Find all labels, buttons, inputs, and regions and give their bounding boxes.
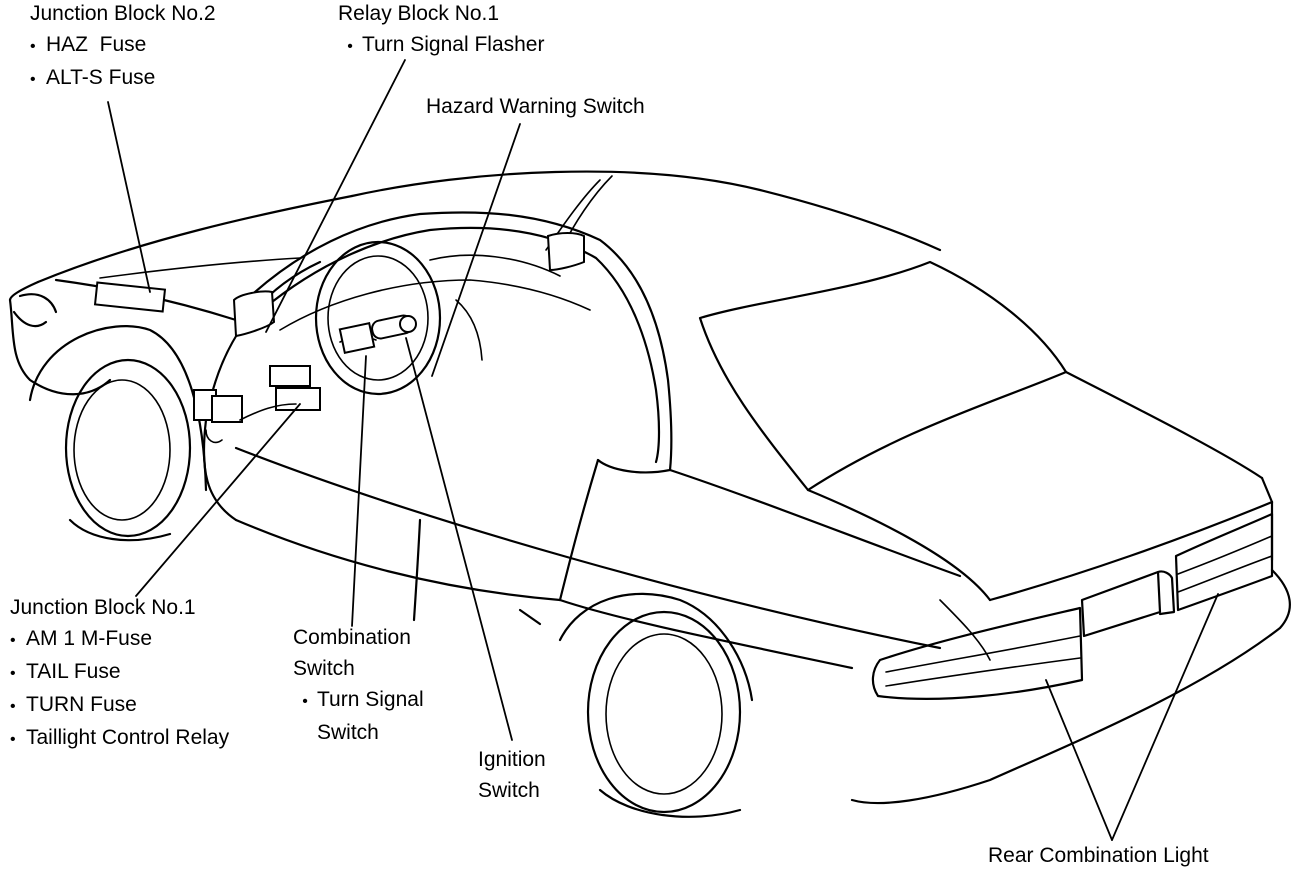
bullet-icon [10,656,26,689]
relay-block-1-title: Relay Block No.1 [338,2,500,25]
relay-block-1-item: Turn Signal Flasher [338,29,544,62]
label-combination-switch: Combination Switch Turn Signal Switch [293,622,424,748]
bullet-icon [30,29,46,62]
junction-block-2-item: HAZ Fuse [30,29,216,62]
bullet-icon [338,29,362,62]
car-body [8,170,1291,818]
rear-combination-light-title: Rear Combination Light [988,844,1209,867]
leader-lines [107,59,1219,841]
leader-junction-block-2 [107,101,151,293]
leader-rear-light-right [1111,593,1219,841]
junction-block-2-item: ALT-S Fuse [30,62,216,95]
junction-block-2-title: Junction Block No.2 [30,2,216,25]
ignition-switch-line2: Switch [478,779,540,802]
label-rear-combination-light: Rear Combination Light [988,840,1209,871]
combination-switch-line2: Switch [293,657,355,680]
leader-ignition-switch [405,337,513,741]
bullet-icon [293,684,317,717]
junction-block-1-item: AM 1 M-Fuse [10,623,229,656]
bullet-icon [30,62,46,95]
bullet-icon [10,623,26,656]
leader-hazard-warning-switch [431,123,521,377]
leader-junction-block-1 [135,403,301,597]
combination-switch-item-cont: Switch [317,721,379,744]
label-ignition-switch: Ignition Switch [478,744,546,806]
label-relay-block-1: Relay Block No.1 Turn Signal Flasher [338,0,544,62]
combination-switch-item: Turn Signal [293,684,424,717]
junction-block-1-item: Taillight Control Relay [10,722,229,755]
bullet-icon [10,689,26,722]
label-junction-block-2: Junction Block No.2 HAZ Fuse ALT-S Fuse [30,0,216,95]
leader-combination-switch [351,355,367,627]
ignition-switch-line1: Ignition [478,748,546,771]
combination-switch-line1: Combination [293,626,411,649]
leader-relay-block-1 [265,59,406,333]
hazard-warning-switch-title: Hazard Warning Switch [426,95,645,118]
label-hazard-warning-switch: Hazard Warning Switch [426,91,645,122]
leader-rear-light-left [1045,679,1113,841]
junction-block-1-title: Junction Block No.1 [10,596,196,619]
junction-block-1-item: TAIL Fuse [10,656,229,689]
car-interior [93,175,613,444]
label-junction-block-1: Junction Block No.1 AM 1 M-Fuse TAIL Fus… [10,592,229,755]
bullet-icon [10,722,26,755]
junction-block-1-item: TURN Fuse [10,689,229,722]
